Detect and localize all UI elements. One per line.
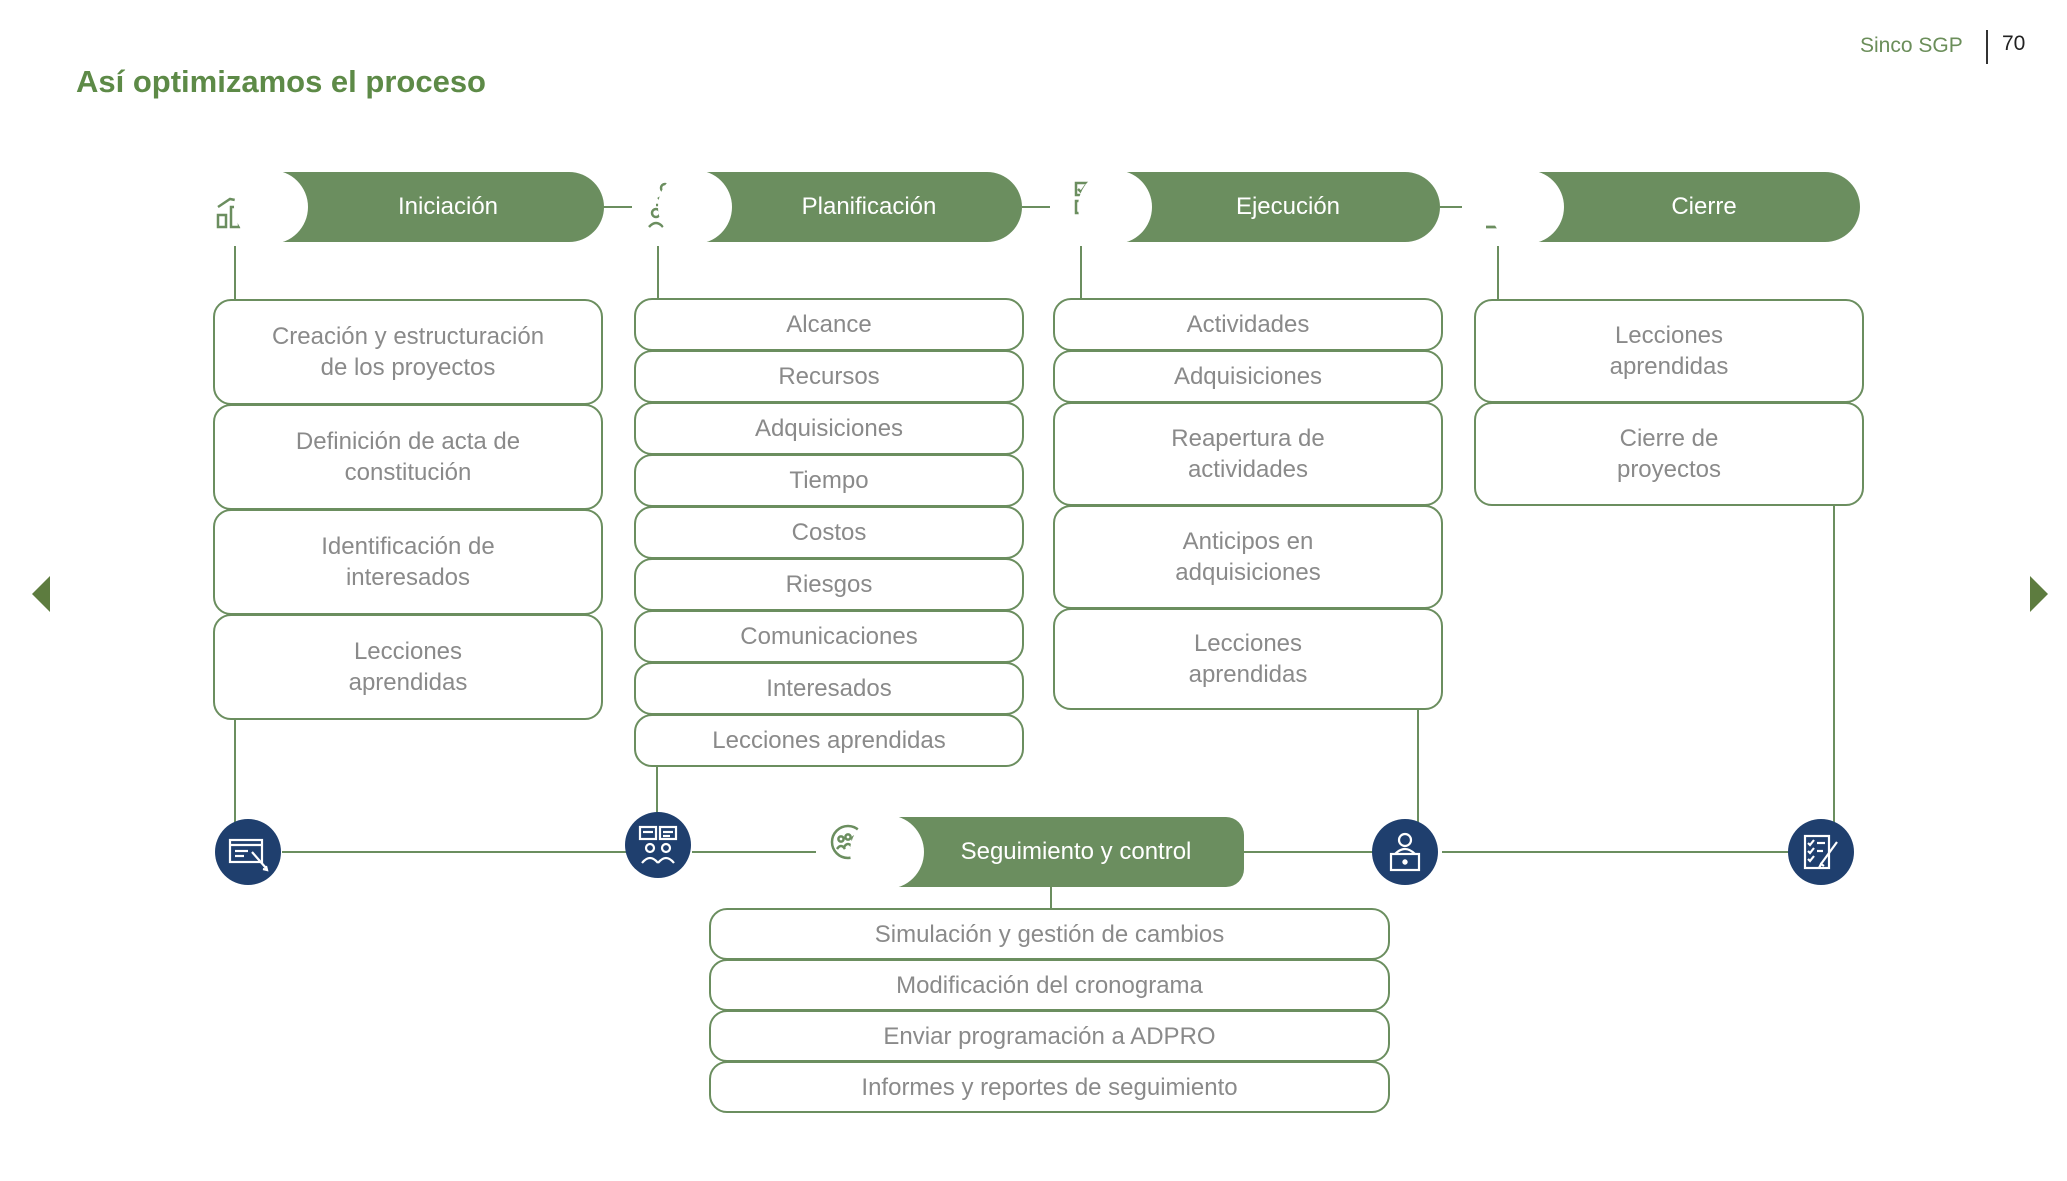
planificacion-item: Costos xyxy=(634,506,1024,559)
planificacion-item: Comunicaciones xyxy=(634,610,1024,663)
user-laptop-icon xyxy=(1372,819,1438,885)
seguimiento-item: Informes y reportes de seguimiento xyxy=(709,1061,1390,1113)
phase-iniciacion: Iniciación xyxy=(234,170,604,244)
planificacion-item: Adquisiciones xyxy=(634,402,1024,455)
phase-seguimiento: Seguimiento y control xyxy=(850,815,1244,889)
dashboard-pen-icon xyxy=(215,819,281,885)
seguimiento-item: Modificación del cronograma xyxy=(709,959,1390,1011)
brand-label: Sinco SGP xyxy=(1860,34,1963,57)
phase-planificacion-label: Planificación xyxy=(801,193,937,220)
ejecucion-item: Adquisiciones xyxy=(1053,350,1443,403)
seguimiento-item: Enviar programación a ADPRO xyxy=(709,1010,1390,1062)
phase-planificacion: Planificación xyxy=(658,170,1022,244)
planificacion-item: Tiempo xyxy=(634,454,1024,507)
checklist-pen-icon xyxy=(1788,819,1854,885)
seguimiento-item: Simulación y gestión de cambios xyxy=(709,908,1390,960)
page-title: Así optimizamos el proceso xyxy=(76,64,486,99)
planificacion-item: Interesados xyxy=(634,662,1024,715)
ejecucion-item: Actividades xyxy=(1053,298,1443,351)
planificacion-item: Recursos xyxy=(634,350,1024,403)
planificacion-item: Riesgos xyxy=(634,558,1024,611)
planificacion-item: Alcance xyxy=(634,298,1024,351)
next-slide-arrow-icon[interactable] xyxy=(2030,576,2048,612)
phase-seguimiento-label: Seguimiento y control xyxy=(960,838,1192,865)
phase-cierre-label: Cierre xyxy=(1671,193,1737,220)
page-number: 70 xyxy=(2002,32,2026,55)
previous-slide-arrow-icon[interactable] xyxy=(32,576,50,612)
phase-cierre: Cierre xyxy=(1490,170,1860,244)
presentation-team-icon xyxy=(625,812,691,878)
planificacion-item: Lecciones aprendidas xyxy=(634,714,1024,767)
header-divider xyxy=(1986,30,1988,64)
phase-ejecucion: Ejecución xyxy=(1078,170,1440,244)
phase-ejecucion-label: Ejecución xyxy=(1235,193,1341,220)
phase-iniciacion-label: Iniciación xyxy=(397,193,499,220)
